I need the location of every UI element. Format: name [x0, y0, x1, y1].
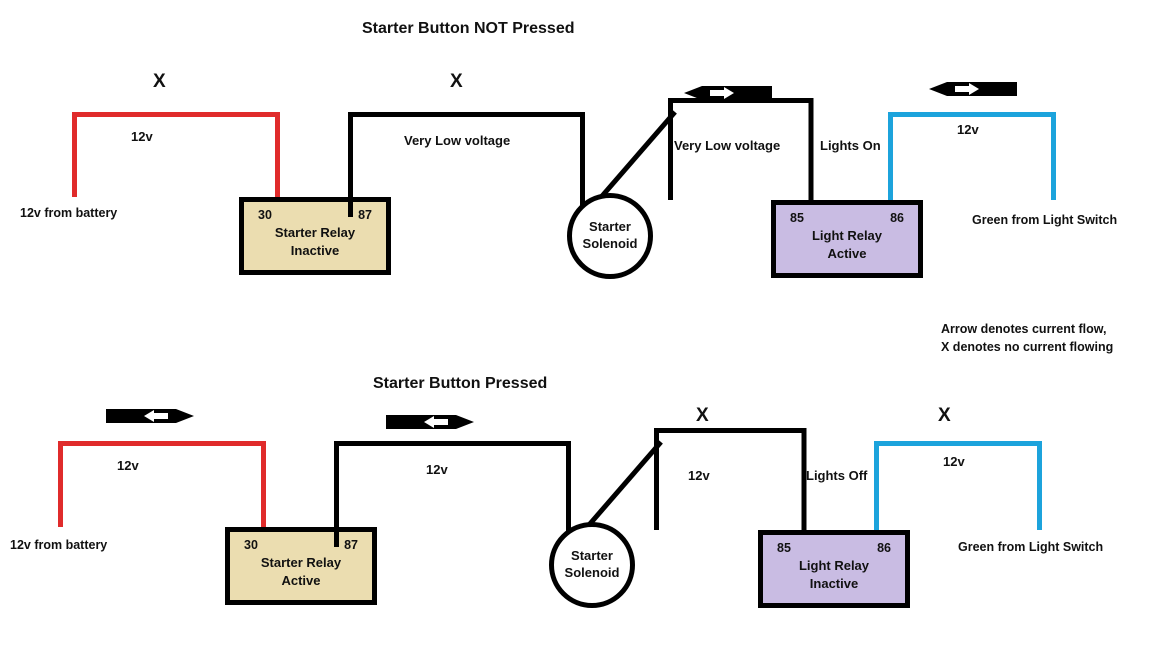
solenoid-label-line1-top: Starter	[589, 219, 631, 235]
light-relay-feed-label-bottom: 12v	[688, 468, 710, 483]
battery-wire-label-bottom: 12v	[117, 458, 139, 473]
diagram-title-bottom: Starter Button Pressed	[373, 375, 548, 392]
battery-wire-bottom	[58, 441, 266, 527]
arrow-left-icon-very-low-voltage-top	[684, 86, 772, 100]
lights-state-label-bottom: Lights Off	[806, 468, 868, 483]
battery-source-label-top: 12v from battery	[20, 206, 118, 220]
light-relay-feed-label-top: Very Low voltage	[674, 138, 781, 153]
starter-relay-state-top: Inactive	[290, 242, 340, 258]
starter-solenoid-bottom: Starter Solenoid	[549, 522, 635, 608]
light-relay-title-top: Light Relay	[811, 228, 883, 243]
solenoid-feed-wire-bottom	[334, 441, 571, 547]
light-switch-wire-top	[888, 112, 1056, 200]
terminal-30: 30	[244, 538, 258, 552]
light-switch-source-label-bottom: Green from Light Switch	[958, 540, 1104, 554]
battery-source-label-bottom: 12v from battery	[10, 538, 108, 552]
light-relay-top[interactable]: 85 86 Light Relay Active	[771, 200, 923, 278]
terminal-86: 86	[877, 541, 891, 555]
light-relay-terminals-bottom: 85 86	[763, 535, 905, 555]
terminal-85: 85	[790, 211, 804, 225]
light-relay-name-bottom: Light Relay Inactive	[799, 557, 869, 592]
solenoid-feed-wire-top	[348, 112, 585, 217]
light-relay-terminals-top: 85 86	[776, 205, 918, 225]
starter-relay-top[interactable]: 30 87 Starter Relay Inactive	[239, 197, 391, 275]
light-switch-source-label-top: Green from Light Switch	[972, 213, 1118, 227]
light-relay-name-top: Light Relay Active	[812, 227, 882, 262]
light-relay-state-top: Active	[827, 245, 867, 261]
starter-solenoid-top: Starter Solenoid	[567, 193, 653, 279]
light-relay-feed-wire-bottom	[654, 428, 807, 533]
light-relay-state-bottom: Inactive	[809, 575, 859, 591]
lights-state-label-top: Lights On	[820, 138, 881, 153]
legend: Arrow denotes current flow, X denotes no…	[941, 320, 1113, 356]
solenoid-label-line1-bottom: Starter	[571, 548, 613, 564]
solenoid-feed-label-top: Very Low voltage	[404, 133, 511, 148]
light-relay-title-bottom: Light Relay	[798, 558, 870, 573]
solenoid-label-line2-bottom: Solenoid	[564, 565, 620, 580]
diagram-title-top: Starter Button NOT Pressed	[362, 20, 575, 37]
light-relay-feed-marker-bottom: X	[696, 405, 709, 426]
solenoid-feed-label-bottom: 12v	[426, 462, 448, 477]
terminal-86: 86	[890, 211, 904, 225]
terminal-85: 85	[777, 541, 791, 555]
starter-relay-state-bottom: Active	[281, 572, 321, 588]
arrow-left-icon-light-switch-top	[929, 82, 1017, 96]
battery-wire-top	[72, 112, 280, 197]
light-switch-marker-bottom: X	[938, 405, 951, 426]
starter-relay-title-top: Starter Relay	[274, 225, 356, 240]
terminal-30: 30	[258, 208, 272, 222]
battery-wire-label-top: 12v	[131, 129, 153, 144]
battery-wire-marker-top: X	[153, 71, 166, 92]
legend-line-x: X denotes no current flowing	[941, 340, 1114, 355]
terminal-87: 87	[344, 538, 358, 552]
terminal-87: 87	[358, 208, 372, 222]
starter-relay-terminals-bottom: 30 87	[230, 532, 372, 552]
starter-relay-bottom[interactable]: 30 87 Starter Relay Active	[225, 527, 377, 605]
starter-relay-terminals-top: 30 87	[244, 202, 386, 222]
light-switch-wire-bottom	[874, 441, 1042, 530]
arrow-right-icon-solenoid-feed-bottom	[386, 415, 474, 429]
legend-line-arrow: Arrow denotes current flow,	[941, 322, 1107, 336]
starter-relay-name-bottom: Starter Relay Active	[261, 554, 341, 589]
solenoid-feed-marker-top: X	[450, 71, 463, 92]
light-relay-feed-wire-top	[668, 98, 814, 203]
solenoid-label-line2-top: Solenoid	[582, 236, 638, 251]
light-switch-wire-label-bottom: 12v	[943, 454, 965, 469]
light-relay-bottom[interactable]: 85 86 Light Relay Inactive	[758, 530, 910, 608]
arrow-right-icon-battery-bottom	[106, 409, 194, 423]
starter-relay-title-bottom: Starter Relay	[260, 555, 342, 570]
light-switch-wire-label-top: 12v	[957, 122, 979, 137]
starter-relay-name-top: Starter Relay Inactive	[275, 224, 355, 259]
